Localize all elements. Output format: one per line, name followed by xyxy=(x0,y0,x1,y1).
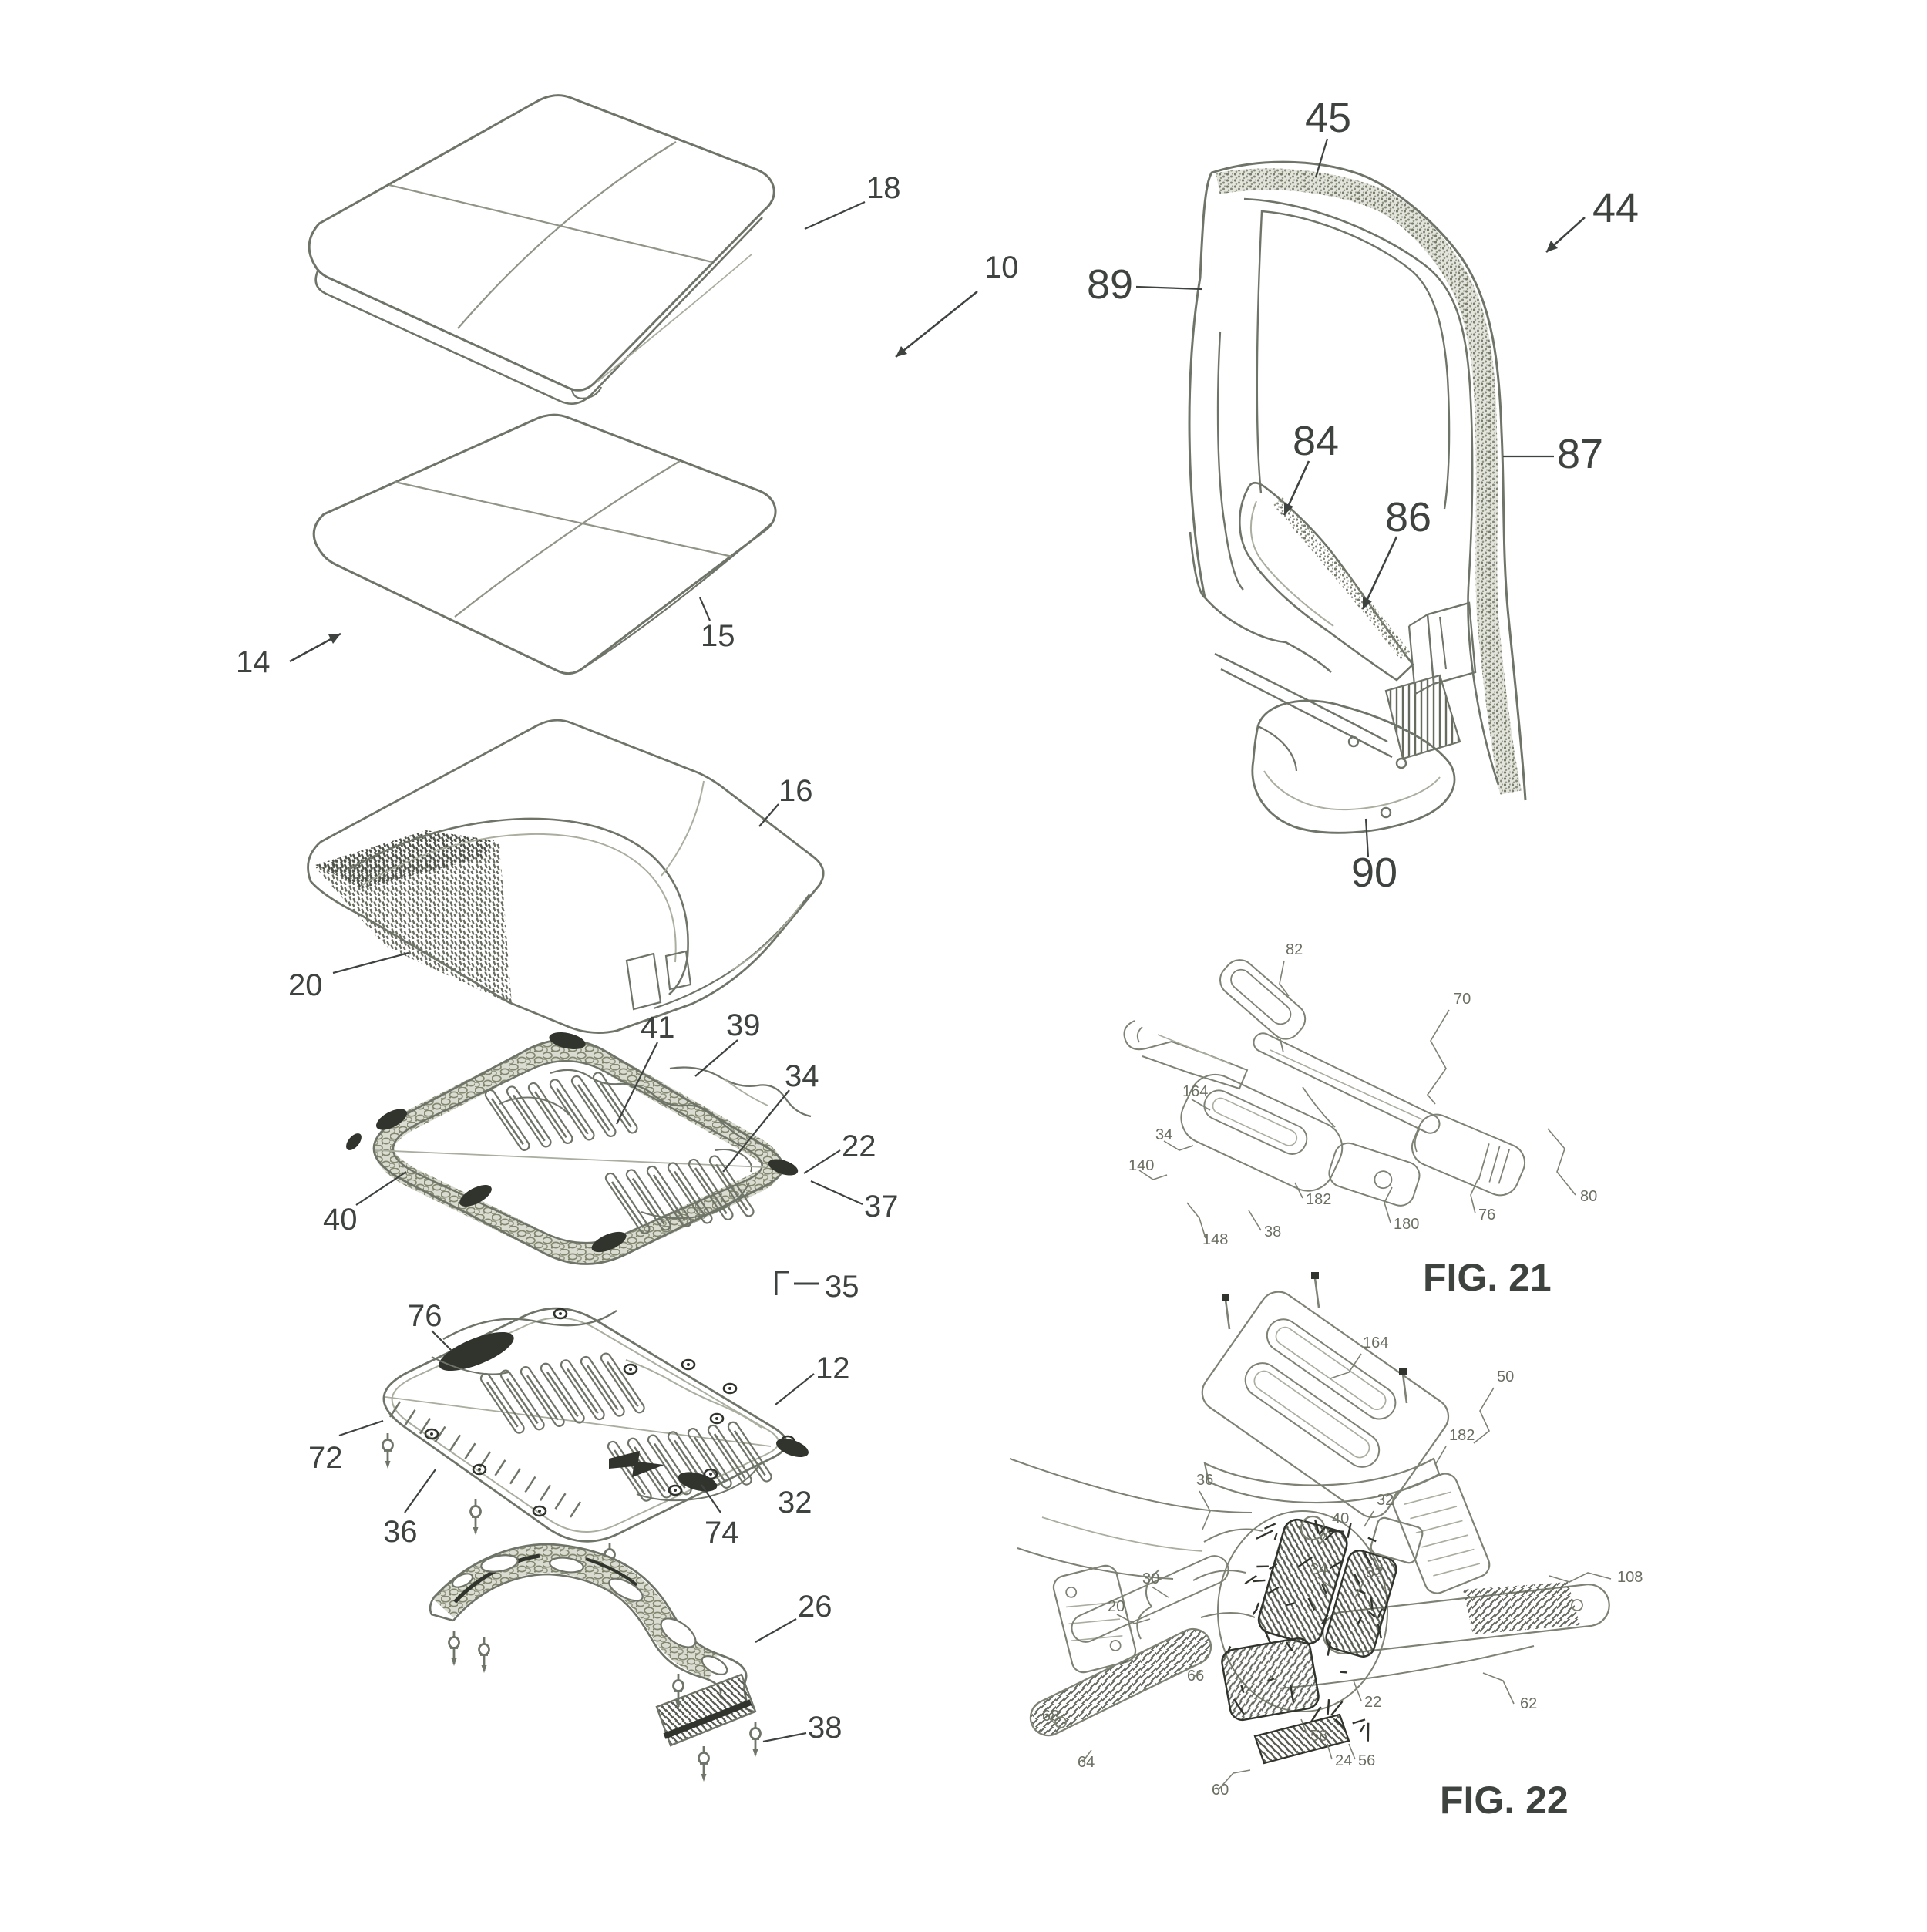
svg-text:108: 108 xyxy=(1617,1569,1643,1586)
svg-text:39: 39 xyxy=(726,1008,761,1042)
svg-text:58: 58 xyxy=(1310,1728,1327,1745)
svg-text:70: 70 xyxy=(1454,991,1471,1008)
svg-text:76: 76 xyxy=(408,1299,442,1333)
svg-text:34: 34 xyxy=(1310,1561,1327,1578)
svg-text:32: 32 xyxy=(1377,1492,1394,1509)
svg-text:45: 45 xyxy=(1305,95,1351,141)
svg-text:50: 50 xyxy=(1497,1368,1514,1385)
svg-text:164: 164 xyxy=(1363,1335,1388,1351)
svg-text:20: 20 xyxy=(288,968,323,1002)
svg-text:182: 182 xyxy=(1306,1191,1331,1208)
svg-text:34: 34 xyxy=(785,1059,819,1093)
svg-text:56: 56 xyxy=(1358,1752,1375,1769)
svg-text:62: 62 xyxy=(1520,1695,1537,1712)
svg-text:10: 10 xyxy=(984,251,1019,284)
svg-text:36: 36 xyxy=(383,1515,418,1549)
svg-text:72: 72 xyxy=(308,1441,343,1475)
svg-text:40: 40 xyxy=(1332,1510,1349,1527)
svg-text:20: 20 xyxy=(1108,1598,1125,1615)
svg-text:15: 15 xyxy=(701,619,735,653)
svg-text:35: 35 xyxy=(825,1270,859,1304)
svg-text:22: 22 xyxy=(1364,1694,1381,1711)
svg-text:90: 90 xyxy=(1351,850,1397,896)
svg-text:37: 37 xyxy=(864,1190,899,1223)
svg-text:44: 44 xyxy=(1592,185,1639,231)
svg-text:34: 34 xyxy=(1155,1126,1172,1143)
svg-text:12: 12 xyxy=(816,1351,850,1385)
svg-text:14: 14 xyxy=(236,645,271,679)
svg-text:41: 41 xyxy=(641,1011,675,1045)
svg-text:74: 74 xyxy=(705,1516,739,1550)
svg-text:68: 68 xyxy=(1042,1708,1059,1725)
svg-text:32: 32 xyxy=(778,1486,812,1520)
svg-text:52: 52 xyxy=(1366,1564,1383,1581)
svg-text:FIG. 22: FIG. 22 xyxy=(1440,1779,1569,1822)
svg-text:18: 18 xyxy=(866,171,901,205)
svg-text:80: 80 xyxy=(1580,1188,1597,1205)
svg-text:82: 82 xyxy=(1286,941,1303,958)
svg-text:60: 60 xyxy=(1212,1782,1229,1799)
svg-text:40: 40 xyxy=(323,1203,358,1237)
svg-text:30: 30 xyxy=(1142,1570,1159,1587)
svg-text:84: 84 xyxy=(1293,418,1339,464)
svg-text:16: 16 xyxy=(779,774,813,808)
svg-text:38: 38 xyxy=(808,1711,842,1745)
svg-text:FIG. 21: FIG. 21 xyxy=(1423,1256,1552,1299)
svg-text:182: 182 xyxy=(1449,1427,1475,1444)
svg-text:36: 36 xyxy=(1196,1472,1213,1489)
svg-text:89: 89 xyxy=(1087,261,1133,308)
svg-text:22: 22 xyxy=(842,1129,876,1163)
svg-text:86: 86 xyxy=(1385,494,1431,540)
svg-text:164: 164 xyxy=(1182,1083,1208,1100)
svg-text:38: 38 xyxy=(1264,1223,1281,1240)
svg-text:24: 24 xyxy=(1335,1752,1352,1769)
svg-text:76: 76 xyxy=(1478,1207,1495,1223)
svg-text:26: 26 xyxy=(798,1590,832,1624)
svg-text:180: 180 xyxy=(1394,1216,1419,1233)
svg-text:148: 148 xyxy=(1202,1231,1228,1248)
svg-text:87: 87 xyxy=(1557,431,1603,477)
